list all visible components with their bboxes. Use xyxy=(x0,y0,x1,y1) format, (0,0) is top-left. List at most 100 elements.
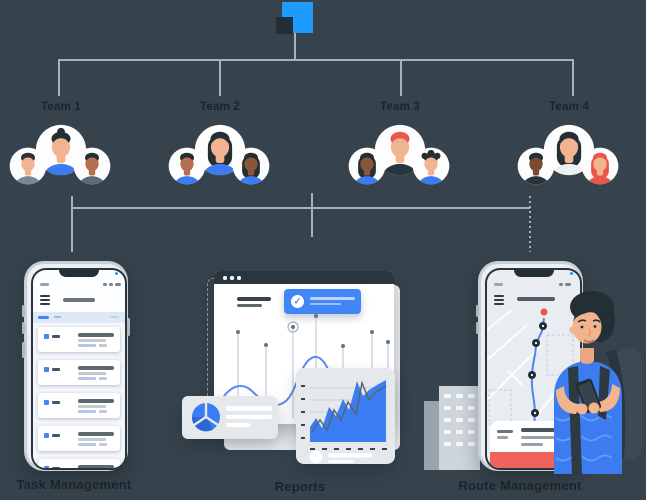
page-subheading-bar xyxy=(237,303,262,307)
team-member-avatar xyxy=(194,124,246,181)
list-section-header xyxy=(33,312,125,323)
avatar xyxy=(412,147,450,185)
pie-summary-card xyxy=(182,396,278,439)
camera-dot xyxy=(569,272,573,275)
wifi-icon xyxy=(559,283,563,286)
destination-pin-icon xyxy=(540,308,548,316)
phone-notch xyxy=(59,270,118,277)
section-label-route-management: Route Management xyxy=(458,478,582,493)
task-checkbox[interactable] xyxy=(44,400,49,405)
card-text-line xyxy=(226,423,250,427)
route-waypoints xyxy=(528,322,547,417)
pie-chart xyxy=(191,403,220,432)
task-card[interactable] xyxy=(38,426,120,451)
task-checkbox[interactable] xyxy=(44,433,49,438)
status-time xyxy=(40,283,49,286)
task-card[interactable] xyxy=(38,327,120,352)
window-dot[interactable] xyxy=(230,276,234,280)
task-card[interactable] xyxy=(38,459,120,468)
team-member-avatar xyxy=(374,124,426,181)
building-large xyxy=(439,386,480,470)
team-member-avatar xyxy=(168,147,206,190)
section-label-task-management: Task Management xyxy=(16,477,132,492)
signal-icon xyxy=(103,283,107,286)
section-label-reports: Reports xyxy=(274,479,326,494)
task-card[interactable] xyxy=(38,393,120,418)
avatar xyxy=(581,147,619,185)
map-title-bar xyxy=(517,297,555,301)
battery-icon xyxy=(115,283,121,286)
task-checkbox[interactable] xyxy=(44,466,49,468)
banner-text-line xyxy=(310,303,341,305)
man-with-phone xyxy=(554,291,642,474)
checkmark-icon: ✓ xyxy=(291,295,304,308)
avatar xyxy=(9,147,47,185)
team-label: Team 3 xyxy=(380,101,420,113)
area-chart-card xyxy=(296,368,395,464)
app-title-bar xyxy=(63,298,95,302)
camera-dot xyxy=(115,272,118,275)
window-dot[interactable] xyxy=(223,276,227,280)
face xyxy=(572,310,602,344)
legend-dot xyxy=(309,450,323,464)
team-member-avatar xyxy=(232,147,270,190)
task-list xyxy=(33,323,125,468)
hamburger-menu-icon[interactable] xyxy=(40,295,50,307)
task-card[interactable] xyxy=(38,360,120,385)
team-member-avatar xyxy=(73,147,111,190)
status-time xyxy=(494,283,503,286)
team-member-avatar xyxy=(412,147,450,190)
avatar xyxy=(232,147,270,185)
team-member-avatar xyxy=(581,147,619,190)
page-heading-bar xyxy=(237,297,271,301)
team-member-avatar xyxy=(517,147,555,190)
team-member-avatar xyxy=(348,147,386,190)
avatar xyxy=(194,124,246,176)
team-member-avatar xyxy=(9,147,47,190)
avatar xyxy=(517,147,555,185)
battery-icon xyxy=(565,283,571,286)
avatar xyxy=(168,147,206,185)
team-member-avatar xyxy=(543,124,595,181)
area-chart xyxy=(301,380,387,464)
task-checkbox[interactable] xyxy=(44,334,49,339)
hamburger-menu-icon[interactable] xyxy=(494,295,504,307)
avatar xyxy=(73,147,111,185)
notification-banner[interactable]: ✓ xyxy=(284,289,361,314)
section-accent-dash xyxy=(38,316,49,319)
team-label: Team 1 xyxy=(41,101,81,113)
phone-button xyxy=(476,322,479,334)
banner-text-line xyxy=(310,297,355,300)
phone-button xyxy=(22,322,25,334)
phone-button xyxy=(127,318,130,336)
avatar xyxy=(348,147,386,185)
task-checkbox[interactable] xyxy=(44,367,49,372)
avatar xyxy=(543,124,595,176)
avatar xyxy=(35,124,87,176)
card-text-line xyxy=(226,415,272,419)
task-app-screen xyxy=(33,270,125,468)
team-group-2: Team 2 xyxy=(160,101,280,193)
map-zone-outline xyxy=(546,334,574,376)
task-phone xyxy=(22,261,130,471)
phone-button xyxy=(476,305,479,317)
team-group-3: Team 3 xyxy=(340,101,460,193)
team-group-4: Team 4 xyxy=(509,101,629,193)
avatar xyxy=(374,124,426,176)
phone-rim xyxy=(27,264,125,468)
team-group-1: Team 1 xyxy=(1,101,121,193)
arm xyxy=(556,386,580,414)
window-dot[interactable] xyxy=(237,276,241,280)
phone-notch xyxy=(513,270,573,277)
section-dash xyxy=(54,316,61,318)
browser-titlebar xyxy=(214,271,394,284)
building-small xyxy=(424,401,439,470)
company-logo-mark xyxy=(276,2,313,34)
phone-button xyxy=(22,342,25,358)
team-member-avatar xyxy=(35,124,87,181)
highlighted-point xyxy=(287,321,299,333)
team-label: Team 4 xyxy=(549,101,589,113)
wifi-icon xyxy=(109,283,113,286)
